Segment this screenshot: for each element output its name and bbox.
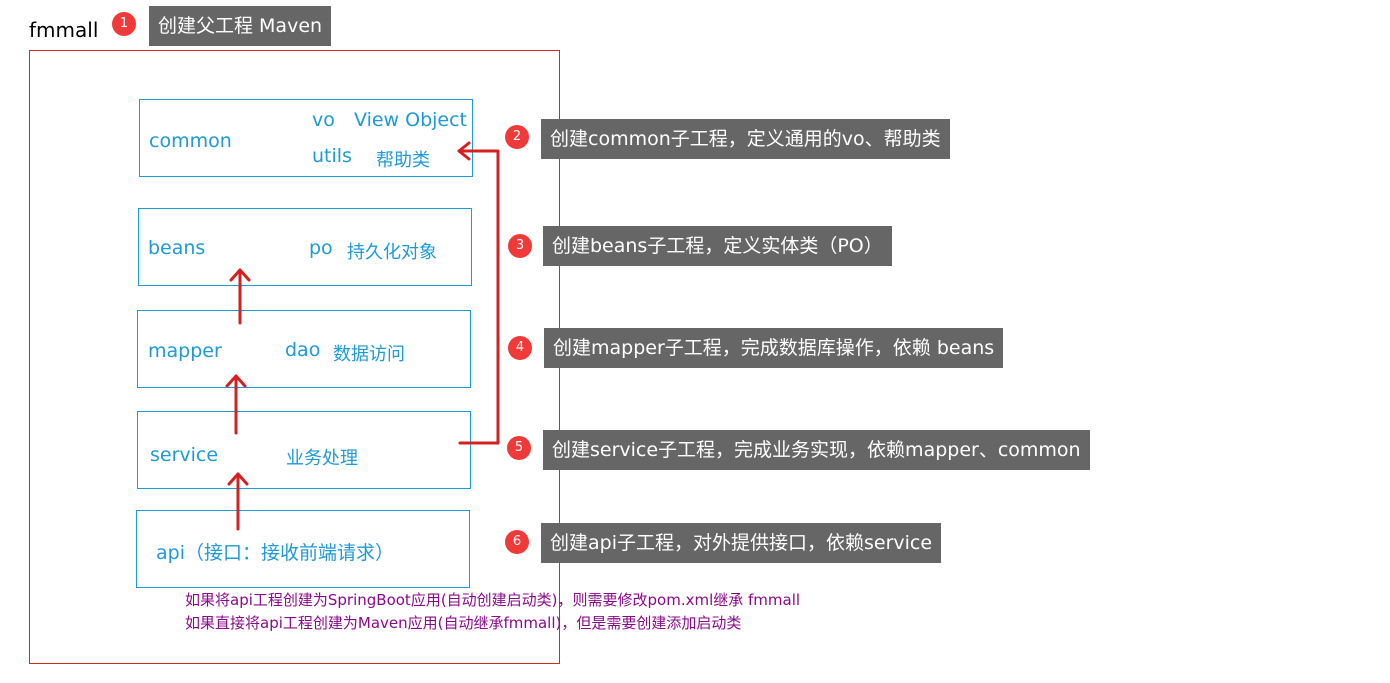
module-beans-name: beans: [148, 237, 206, 259]
module-beans-po: po: [309, 237, 333, 259]
module-mapper-dao: dao: [285, 339, 321, 361]
module-service-box: [137, 411, 471, 489]
step-badge-6: 6: [505, 530, 529, 554]
module-service-desc: 业务处理: [286, 448, 358, 469]
module-api-name: api（接口：接收前端请求）: [156, 542, 394, 564]
module-mapper-name: mapper: [148, 340, 222, 362]
module-common-vo-desc: View Object: [354, 109, 468, 131]
step-callout-6: 创建api子工程，对外提供接口，依赖service: [541, 523, 942, 563]
step-callout-4: 创建mapper子工程，完成数据库操作，依赖 beans: [544, 328, 1004, 368]
step-badge-1: 1: [112, 12, 136, 36]
arrowhead-api-to-service: [227, 472, 249, 486]
note-springboot: 如果将api工程创建为SpringBoot应用(自动创建启动类)，则需要修改po…: [185, 591, 801, 609]
step-badge-5: 5: [507, 436, 531, 460]
step-badge-2: 2: [505, 125, 529, 149]
arrow-service-to-common: [457, 149, 500, 445]
module-common-name: common: [149, 130, 232, 152]
step-callout-3: 创建beans子工程，定义实体类（PO）: [543, 226, 892, 266]
arrowhead-service-to-common: [457, 141, 471, 161]
module-mapper-box: [137, 310, 471, 388]
module-common-utils-desc: 帮助类: [376, 150, 430, 171]
module-beans-po-desc: 持久化对象: [347, 242, 437, 263]
arrowhead-service-to-mapper: [225, 374, 247, 388]
module-beans-box: [138, 208, 472, 286]
step-callout-1: 创建父工程 Maven: [149, 6, 332, 46]
module-common-vo: vo: [312, 109, 335, 131]
module-service-name: service: [150, 444, 219, 466]
step-badge-4: 4: [508, 336, 532, 360]
note-maven: 如果直接将api工程创建为Maven应用(自动继承fmmall)，但是需要创建添…: [185, 614, 742, 632]
step-callout-5: 创建service子工程，完成业务实现，依赖mapper、common: [543, 430, 1090, 470]
step-callout-2: 创建common子工程，定义通用的vo、帮助类: [541, 119, 950, 159]
root-project-label: fmmall: [29, 18, 99, 42]
module-mapper-dao-desc: 数据访问: [333, 344, 405, 365]
module-common-box: [139, 99, 473, 177]
arrowhead-mapper-to-beans: [229, 268, 251, 282]
module-common-utils: utils: [312, 145, 352, 167]
step-badge-3: 3: [508, 234, 532, 258]
module-api-box: [136, 510, 470, 588]
